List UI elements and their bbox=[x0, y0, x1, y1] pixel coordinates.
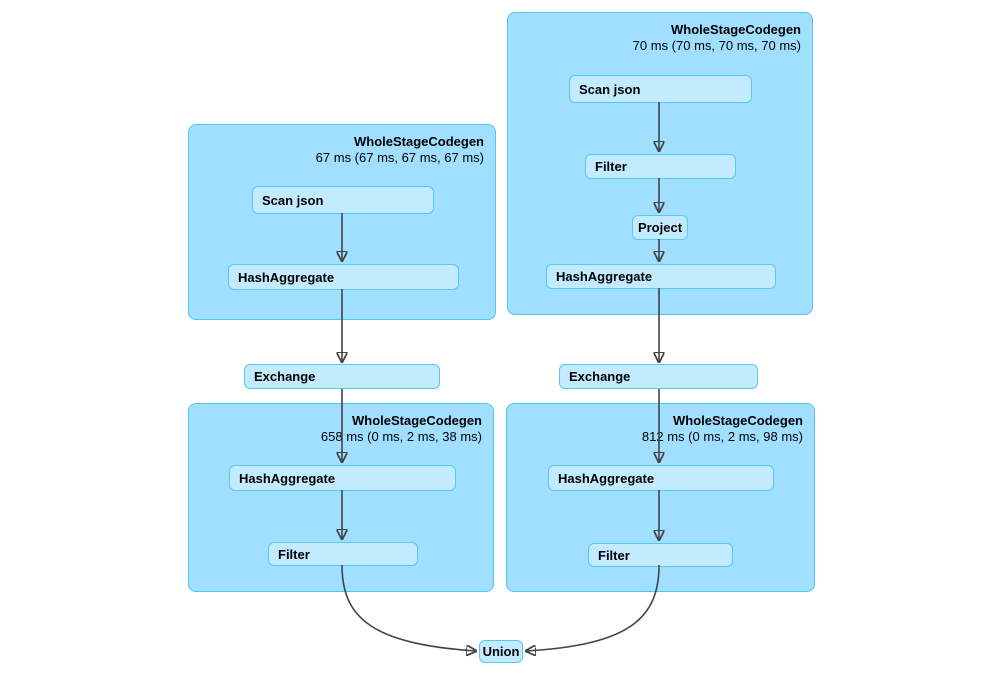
cluster-duration: 67 ms (67 ms, 67 ms, 67 ms) bbox=[315, 150, 484, 165]
cluster-wholestagecodegen-bottom-right: WholeStageCodegen 812 ms (0 ms, 2 ms, 98… bbox=[506, 403, 815, 592]
node-union[interactable]: Union bbox=[479, 640, 523, 663]
node-project[interactable]: Project bbox=[632, 215, 688, 240]
cluster-label: WholeStageCodegen 70 ms (70 ms, 70 ms, 7… bbox=[633, 22, 801, 54]
cluster-duration: 812 ms (0 ms, 2 ms, 98 ms) bbox=[641, 429, 803, 444]
cluster-title: WholeStageCodegen bbox=[670, 22, 801, 37]
node-hashaggregate[interactable]: HashAggregate bbox=[546, 264, 776, 289]
node-filter[interactable]: Filter bbox=[585, 154, 736, 179]
cluster-wholestagecodegen-bottom-left: WholeStageCodegen 658 ms (0 ms, 2 ms, 38… bbox=[188, 403, 494, 592]
node-hashaggregate[interactable]: HashAggregate bbox=[548, 465, 774, 491]
cluster-wholestagecodegen-top-right: WholeStageCodegen 70 ms (70 ms, 70 ms, 7… bbox=[507, 12, 813, 315]
node-hashaggregate[interactable]: HashAggregate bbox=[229, 465, 456, 491]
node-filter[interactable]: Filter bbox=[588, 543, 733, 567]
cluster-title: WholeStageCodegen bbox=[351, 413, 482, 428]
node-exchange-right[interactable]: Exchange bbox=[559, 364, 758, 389]
node-exchange-left[interactable]: Exchange bbox=[244, 364, 440, 389]
node-filter[interactable]: Filter bbox=[268, 542, 418, 566]
cluster-label: WholeStageCodegen 67 ms (67 ms, 67 ms, 6… bbox=[316, 134, 484, 166]
node-scan-json[interactable]: Scan json bbox=[569, 75, 752, 103]
node-scan-json[interactable]: Scan json bbox=[252, 186, 434, 214]
cluster-label: WholeStageCodegen 812 ms (0 ms, 2 ms, 98… bbox=[642, 413, 803, 445]
cluster-label: WholeStageCodegen 658 ms (0 ms, 2 ms, 38… bbox=[321, 413, 482, 445]
cluster-title: WholeStageCodegen bbox=[353, 134, 484, 149]
cluster-title: WholeStageCodegen bbox=[672, 413, 803, 428]
cluster-duration: 658 ms (0 ms, 2 ms, 38 ms) bbox=[320, 429, 482, 444]
node-hashaggregate[interactable]: HashAggregate bbox=[228, 264, 459, 290]
cluster-duration: 70 ms (70 ms, 70 ms, 70 ms) bbox=[632, 38, 801, 53]
cluster-wholestagecodegen-mid-left: WholeStageCodegen 67 ms (67 ms, 67 ms, 6… bbox=[188, 124, 496, 320]
